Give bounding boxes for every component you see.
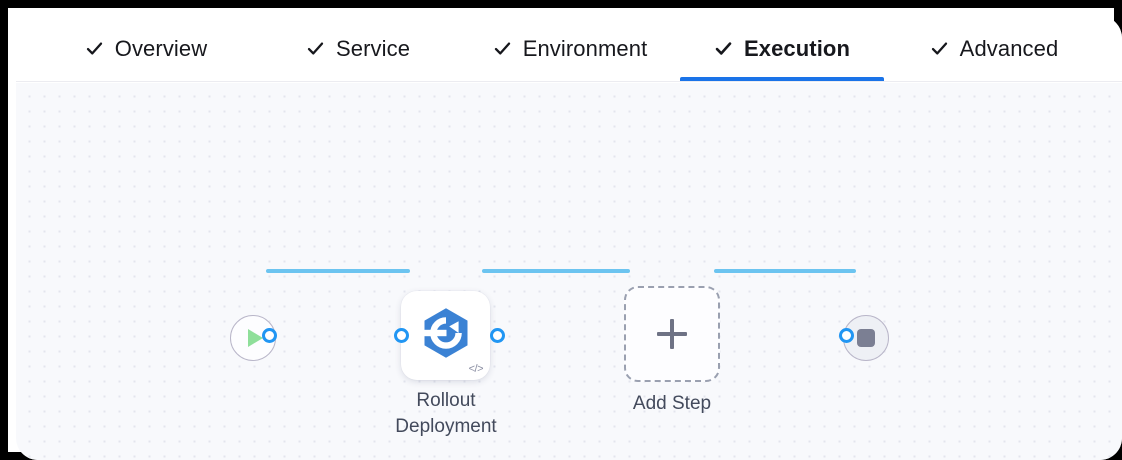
tab-overview[interactable]: Overview xyxy=(40,16,252,81)
add-step-caption: Add Step xyxy=(632,393,712,414)
tab-service[interactable]: Service xyxy=(252,16,464,81)
tab-label: Advanced xyxy=(959,35,1059,61)
tab-label: Environment xyxy=(522,35,648,61)
tab-label: Execution xyxy=(743,35,851,61)
step-node-caption: Rollout Deployment xyxy=(395,390,497,437)
tab-active-underline xyxy=(680,77,884,81)
step-node-rollout-deployment[interactable]: </> xyxy=(401,291,490,380)
start-node-output-port[interactable] xyxy=(262,328,277,343)
add-step-button[interactable] xyxy=(624,286,720,382)
end-node-input-port[interactable] xyxy=(839,328,854,343)
check-icon xyxy=(930,39,949,58)
stop-icon xyxy=(857,329,875,347)
check-icon xyxy=(493,39,512,58)
check-icon xyxy=(714,39,733,58)
rollout-deployment-icon xyxy=(418,305,474,366)
rollout-node-output-port[interactable] xyxy=(490,328,505,343)
tab-environment[interactable]: Environment xyxy=(464,16,676,81)
plus-icon xyxy=(657,319,687,349)
pipeline-studio-card: Overview Service Environment xyxy=(16,16,1122,460)
pipeline-canvas[interactable]: </> Rollout Deployment Add Step xyxy=(16,83,1122,460)
wizard-tab-bar: Overview Service Environment xyxy=(16,16,1122,82)
play-icon xyxy=(248,329,263,347)
rollout-node-input-port[interactable] xyxy=(394,328,409,343)
tab-advanced[interactable]: Advanced xyxy=(888,16,1100,81)
code-badge-icon: </> xyxy=(468,363,484,375)
check-icon xyxy=(85,39,104,58)
tab-execution[interactable]: Execution xyxy=(676,16,888,81)
pipeline-end-node[interactable] xyxy=(843,315,889,361)
tab-label: Overview xyxy=(114,35,208,61)
pipeline-connectors xyxy=(266,269,856,273)
check-icon xyxy=(306,39,325,58)
tab-label: Service xyxy=(335,35,411,61)
